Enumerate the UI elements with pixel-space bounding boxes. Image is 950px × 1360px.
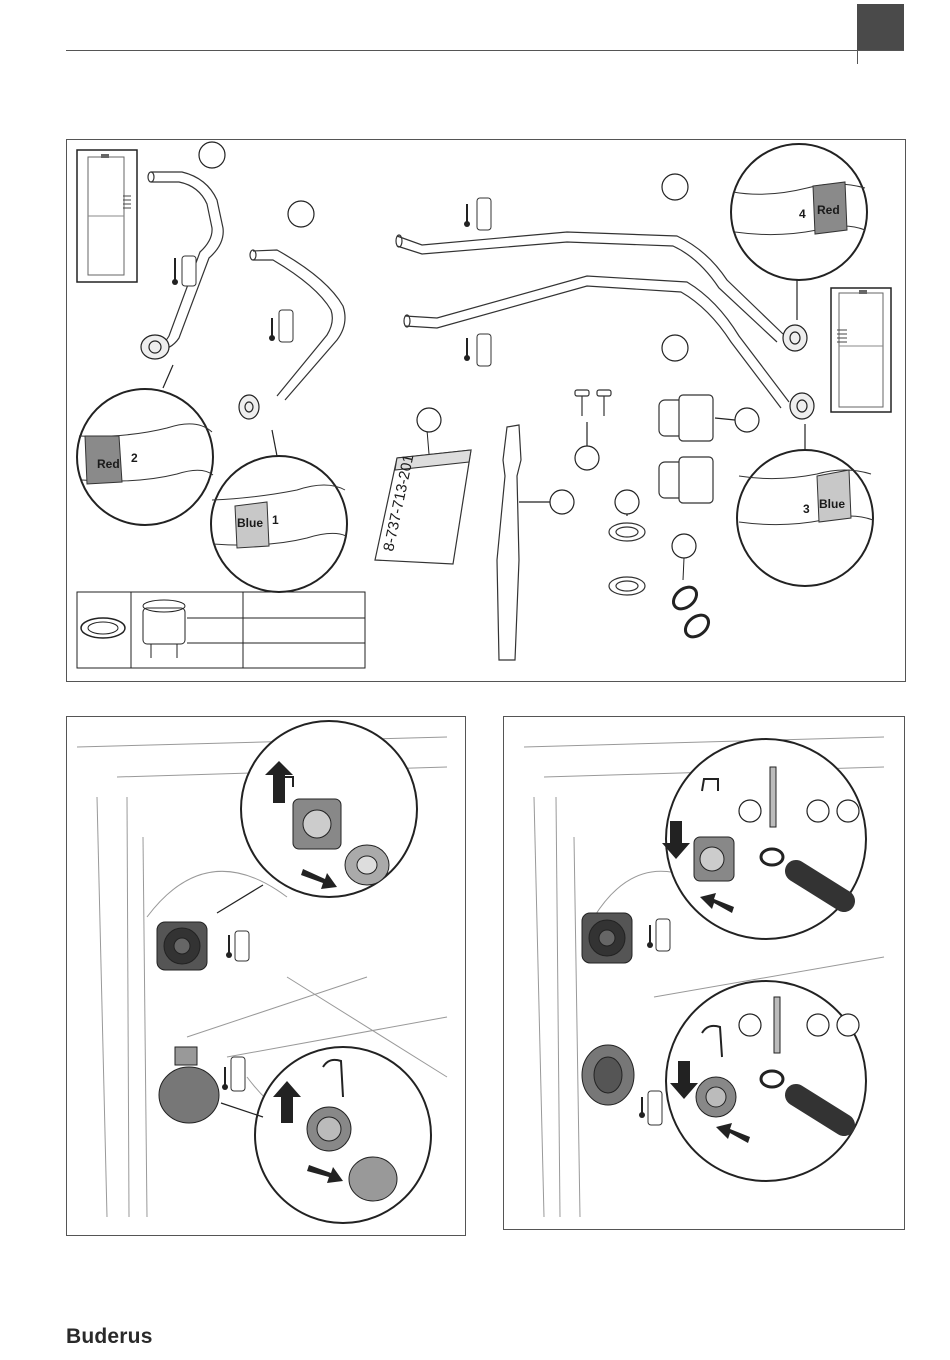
magnifier-connect-lower xyxy=(666,981,866,1181)
sensor-thermometer-icon xyxy=(226,931,249,961)
sensor-thermometer-icon xyxy=(464,198,491,230)
o-rings xyxy=(669,534,712,641)
magnifier-remove-clip-lower xyxy=(221,1047,431,1223)
mounting-bracket xyxy=(497,425,574,660)
sensor-thermometer-icon xyxy=(464,334,491,366)
pipe-connection-figure xyxy=(503,716,905,1230)
label-red-4-color: Red xyxy=(817,203,840,217)
magnifier-connect-upper xyxy=(662,739,866,939)
sensor-thermometer-icon xyxy=(269,310,293,342)
grease-tube-icon xyxy=(774,997,780,1053)
label-blue-3-number: 3 xyxy=(803,502,810,516)
magnifier-remove-clip-upper xyxy=(217,721,417,913)
label-blue-1-color: Blue xyxy=(237,516,263,530)
screws xyxy=(575,390,611,470)
buderus-logo: Buderus xyxy=(66,1325,153,1349)
pipe-red-2 xyxy=(148,142,225,350)
boiler-icon-left xyxy=(77,150,137,282)
pipe-connection-drawing xyxy=(504,717,904,1229)
label-red-2-color: Red xyxy=(97,457,120,471)
label-blue-1-number: 1 xyxy=(272,513,279,527)
coupling-nut-4 xyxy=(783,325,807,351)
flat-washers xyxy=(609,490,645,595)
sensor-thermometer-icon xyxy=(639,1091,662,1125)
sensor-thermometer-icon xyxy=(172,256,196,286)
boiler-icon-right xyxy=(831,288,891,412)
coupling-nut-3 xyxy=(790,393,814,419)
plug-removal-drawing xyxy=(67,717,465,1235)
header-tick xyxy=(857,50,858,64)
coupling-nut-1 xyxy=(141,335,169,359)
pipe-blue-1 xyxy=(250,201,345,400)
magnifier-blue-3: 3 Blue xyxy=(737,424,873,586)
pipe-blue-3 xyxy=(404,276,789,408)
magnifier-red-2: Red 2 xyxy=(77,365,213,525)
label-blue-3-color: Blue xyxy=(819,497,845,511)
pump-valve-upper xyxy=(582,913,632,963)
label-red-4-number: 4 xyxy=(799,207,806,221)
grease-tube-icon xyxy=(770,767,776,827)
parts-bag: 8-737-713-201 xyxy=(375,408,471,564)
header-rule xyxy=(66,50,904,51)
sensor-thermometer-icon xyxy=(222,1057,245,1091)
pump-valve-lower xyxy=(582,1045,634,1105)
legend-table xyxy=(77,592,365,668)
plug-removal-figure xyxy=(66,716,466,1236)
chapter-tab xyxy=(857,4,904,50)
sensor-thermometer-icon xyxy=(647,919,670,951)
pipe-kit-figure: Red 2 Blue 1 xyxy=(66,139,906,682)
pump-valve-upper xyxy=(157,922,207,970)
label-red-2-number: 2 xyxy=(131,451,138,465)
coupling-nut-2 xyxy=(239,395,259,419)
magnifier-blue-1: Blue 1 xyxy=(211,430,347,592)
pipe-kit-drawing: Red 2 Blue 1 xyxy=(67,140,905,681)
pump-valve-lower xyxy=(159,1047,219,1123)
